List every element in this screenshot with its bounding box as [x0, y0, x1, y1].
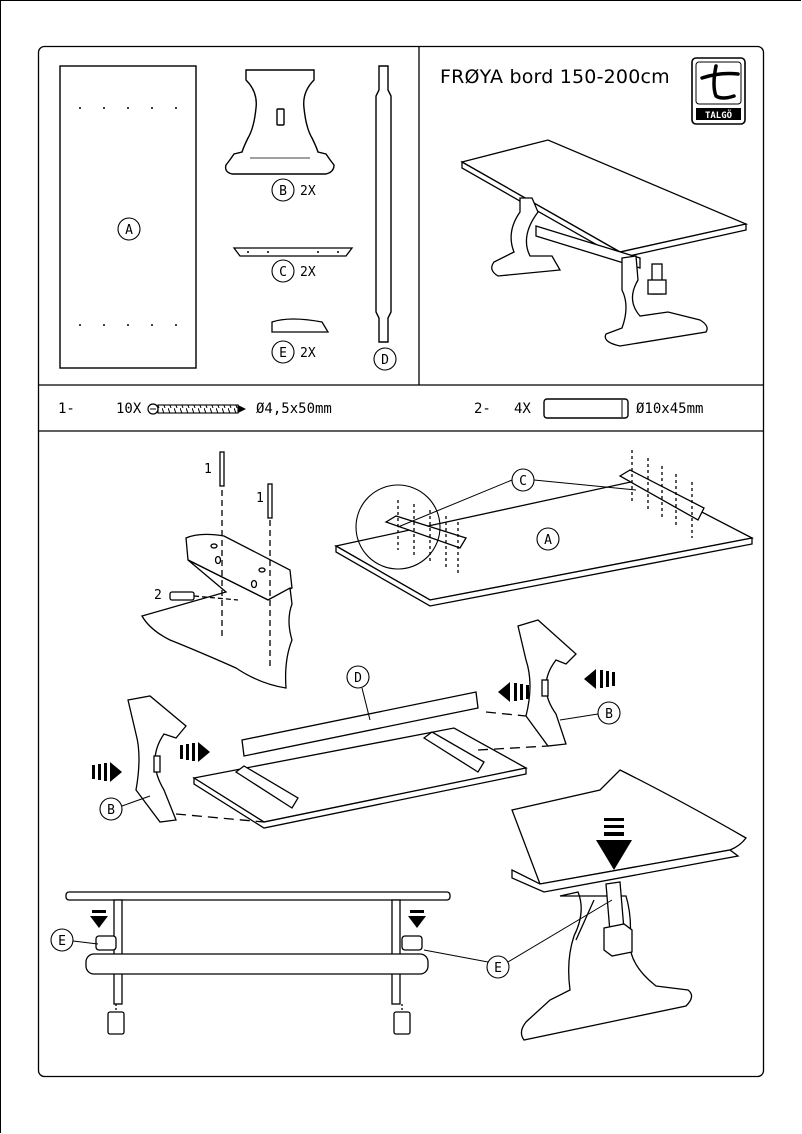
front-view-illustration [65, 891, 451, 1035]
wedge-closeup-illustration [511, 769, 747, 1041]
svg-text:C: C [279, 265, 287, 280]
hardware-step-1-number: 1- [58, 401, 75, 417]
callout-d-label: D [346, 665, 371, 721]
hardware-step-2-qty: 4X [514, 401, 531, 417]
part-e-wedge [271, 318, 330, 333]
push-arrow-icon [92, 669, 615, 782]
brand-name: TALGÖ [705, 110, 733, 121]
t-logo-icon [691, 57, 746, 125]
svg-text:D: D [354, 671, 362, 686]
svg-text:E: E [58, 934, 66, 949]
hardware-step-2-number: 2- [474, 401, 491, 417]
hardware-step-1-size: Ø4,5x50mm [256, 401, 332, 417]
svg-text:D: D [381, 353, 389, 368]
callout-b-right-label: B [559, 701, 621, 725]
part-d-stretcher [375, 65, 392, 343]
content-frame [37, 45, 765, 1078]
tabletop-battens-illustration [334, 450, 754, 607]
callout-e-left-label: E [50, 928, 99, 952]
part-b-leg [224, 69, 335, 175]
part-c-batten [232, 247, 354, 257]
svg-text:B: B [605, 707, 613, 722]
hardware-step-1-qty: 10X [116, 401, 142, 417]
svg-text:2X: 2X [300, 265, 316, 280]
part-a-tabletop [59, 65, 197, 369]
svg-text:E: E [494, 961, 502, 976]
dowel-icon [543, 398, 629, 419]
exploded-assembly-illustration [127, 619, 577, 829]
svg-text:A: A [544, 533, 552, 548]
callout-b-left-label: B [99, 795, 151, 821]
part-c-label: C 2X [271, 259, 316, 283]
part-d-label: D [373, 347, 397, 371]
assembled-table-illustration [460, 139, 749, 347]
svg-text:B: B [107, 803, 115, 818]
svg-text:2X: 2X [300, 184, 316, 199]
down-arrow-icon [90, 910, 426, 928]
dowel-callout-2: 2 [154, 588, 162, 603]
down-arrow-large-icon [596, 818, 632, 870]
callout-c-label: C [397, 468, 637, 528]
svg-text:E: E [279, 346, 287, 361]
screw-callout-1a: 1 [204, 462, 212, 477]
document-title: FRØYA bord 150-200cm [440, 66, 670, 88]
callout-a-label: A [536, 527, 560, 551]
screw-callout-1b: 1 [256, 491, 264, 506]
part-e-label: E 2X [271, 340, 316, 364]
svg-text:C: C [519, 474, 527, 489]
svg-text:B: B [279, 184, 287, 199]
svg-text:2X: 2X [300, 346, 316, 361]
part-a-label: A [117, 217, 141, 241]
screw-icon [147, 403, 246, 415]
leg-detail-illustration [141, 451, 293, 689]
hardware-step-2-size: Ø10x45mm [636, 401, 704, 417]
callout-e-right-label: E [423, 899, 613, 979]
svg-text:A: A [125, 223, 133, 238]
part-b-label: B 2X [271, 178, 316, 202]
